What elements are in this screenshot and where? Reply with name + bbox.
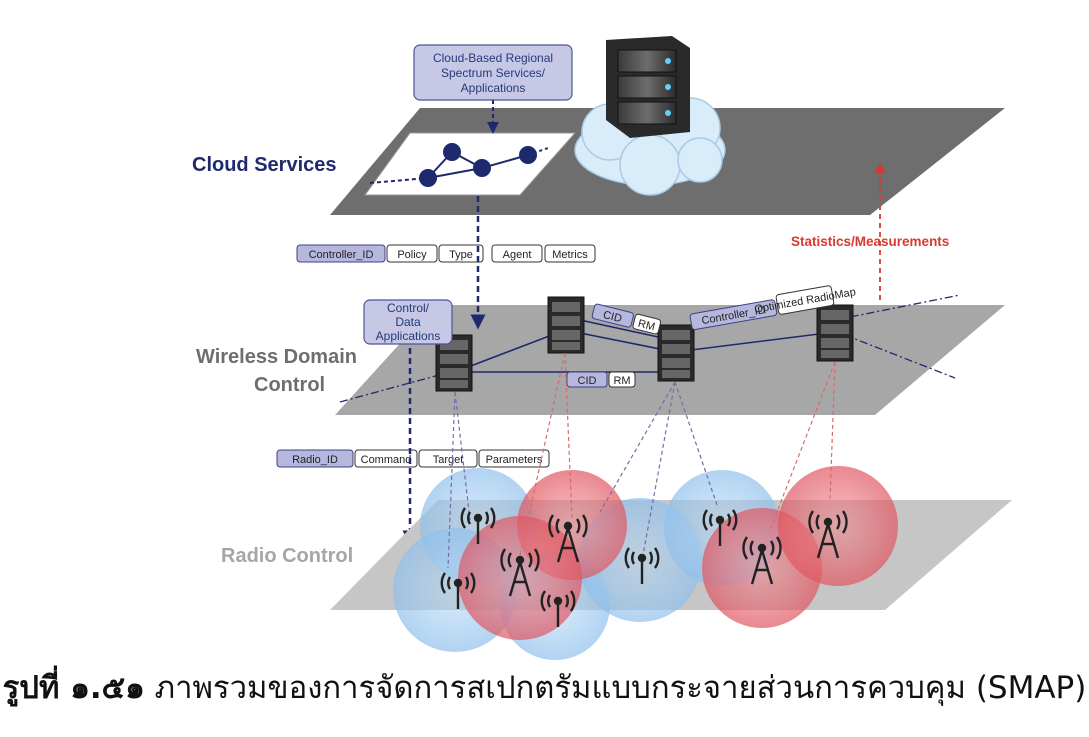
network-graph: [369, 143, 549, 187]
controller-server-1: [435, 334, 473, 392]
tag-cid-upper: CID: [602, 309, 623, 325]
link-tag-lower: CID RM: [566, 371, 636, 388]
tag-rm-upper: RM: [637, 318, 657, 334]
tag-metrics: Metrics: [552, 249, 588, 261]
wireless-dash-left: [339, 371, 451, 403]
wireless-dash-right2: [844, 334, 956, 379]
figure-caption-text: ภาพรวมของการจัดการสเปกตรัมแบบกระจายส่วนก…: [144, 670, 1087, 706]
controller-server-3: [657, 324, 695, 382]
cloud-apps-line1: Cloud-Based Regional: [433, 51, 553, 65]
cloud-server-icon: [606, 36, 690, 138]
tag-cid-lower: CID: [578, 375, 597, 387]
tower-icons: [500, 510, 848, 597]
cloud-apps-callout: Cloud-Based Regional Spectrum Services/ …: [413, 44, 573, 101]
controller-server-2: [547, 296, 585, 354]
wireless-domain-label-2: Control: [254, 374, 325, 396]
coverage-circles: [393, 466, 898, 660]
tag-agent: Agent: [503, 249, 532, 261]
control-apps-line1: Control/: [387, 301, 430, 315]
cloud-apps-line3: Applications: [461, 81, 526, 95]
tag-policy: Policy: [397, 249, 427, 261]
tag-rm-lower: RM: [613, 375, 630, 387]
radio-control-label: Radio Control: [221, 545, 353, 567]
control-apps-line2: Data: [395, 315, 421, 329]
figure-number: รูปที่ ๑.๕๑: [2, 670, 145, 706]
cloud-services-label: Cloud Services: [192, 154, 337, 176]
cloud-apps-line2: Spectrum Services/: [441, 66, 546, 80]
link-tag-upper: CID RM: [591, 303, 662, 335]
wireless-domain-label-1: Wireless Domain: [196, 346, 357, 368]
cloud-tag-row: Controller_ID Policy Type Agent Metrics: [296, 244, 596, 263]
tag-command: Command: [361, 454, 412, 466]
wireless-dash-right: [834, 294, 961, 321]
tag-target: Target: [433, 454, 464, 466]
controller-server-4: [816, 304, 854, 362]
radio-tag-row: Radio_ID Command Target Parameters: [276, 449, 550, 468]
tag-type: Type: [449, 249, 473, 261]
small-antenna-icons: [440, 507, 738, 627]
control-apps-callout: Control/ Data Applications: [363, 299, 453, 345]
figure-caption: รูปที่ ๑.๕๑ ภาพรวมของการจัดการสเปกตรัมแบ…: [0, 662, 1089, 712]
smap-diagram: Cloud-Based Regional Spectrum Services/ …: [192, 36, 1012, 660]
tag-radio-id: Radio_ID: [292, 454, 338, 466]
tag-parameters: Parameters: [486, 454, 543, 466]
controller-radio-links: [447, 352, 836, 569]
tag-controller-id: Controller_ID: [309, 249, 374, 261]
statistics-label: Statistics/Measurements: [791, 234, 949, 249]
control-apps-line3: Applications: [376, 329, 441, 343]
